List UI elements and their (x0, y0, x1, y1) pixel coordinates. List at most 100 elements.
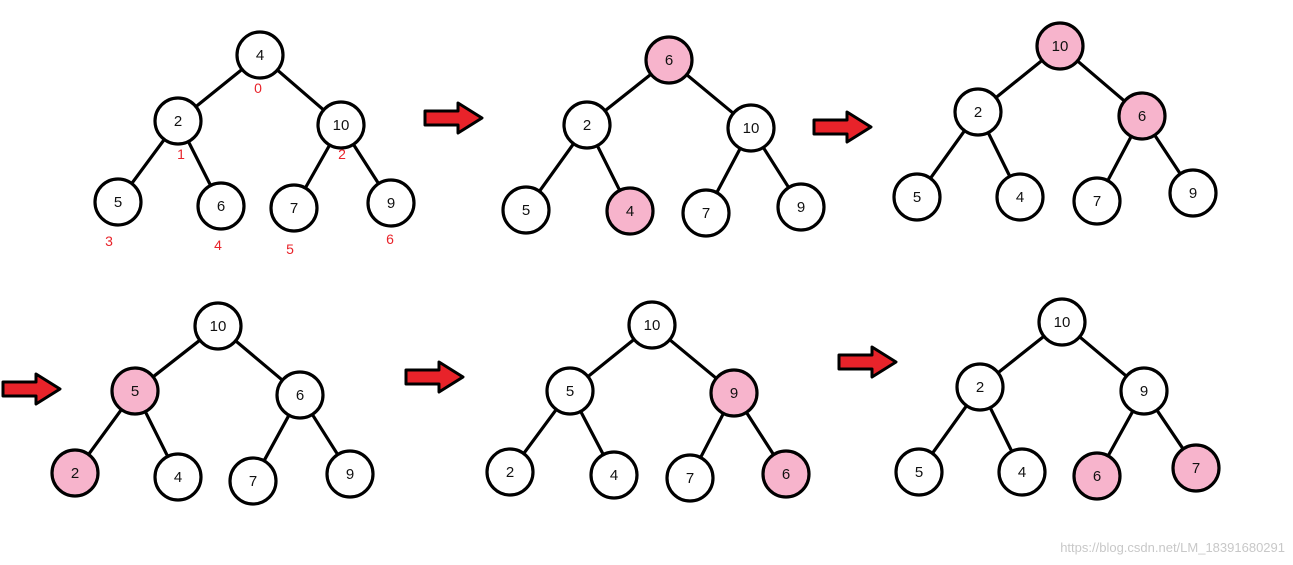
tree-node: 2 (562, 100, 612, 150)
tree-edge (1155, 408, 1185, 451)
tree-node: 7 (681, 188, 731, 238)
node-value: 4 (256, 47, 264, 64)
highlighted-node: 5 (110, 366, 160, 416)
tree-edge (595, 143, 622, 193)
node-value: 2 (71, 465, 79, 482)
node-value: 9 (346, 466, 354, 483)
tree-edge (744, 410, 776, 457)
node-circle (726, 103, 776, 153)
node-circle (366, 178, 416, 228)
node-value: 5 (114, 194, 122, 211)
watermark-text: https://blog.csdn.net/LM_18391680291 (1060, 540, 1285, 555)
tree-edge (351, 142, 381, 186)
node-value: 9 (1189, 185, 1197, 202)
node-circle (1119, 366, 1169, 416)
tree-node: 7 (1072, 176, 1122, 226)
tree-node: 5 (501, 185, 551, 235)
node-circle (193, 301, 243, 351)
transition-arrow-icon (404, 360, 465, 394)
node-value: 10 (1052, 38, 1069, 55)
highlighted-node: 2 (50, 448, 100, 498)
highlighted-node: 4 (605, 186, 655, 236)
node-circle (1171, 443, 1221, 493)
tree-node: 10 (726, 103, 776, 153)
node-circle (892, 172, 942, 222)
transition-arrow-icon (423, 101, 484, 135)
tree-edge (537, 142, 576, 193)
tree-edge (988, 406, 1014, 453)
tree-edge (130, 137, 166, 186)
tree-edge (603, 72, 653, 113)
highlighted-node: 6 (1117, 91, 1167, 141)
tree-node: 10 (193, 301, 243, 351)
array-index-label: 0 (254, 80, 262, 96)
node-value: 7 (702, 205, 710, 222)
tree-edge (668, 338, 718, 380)
node-value: 4 (174, 469, 182, 486)
node-circle (995, 172, 1045, 222)
tree-node: 5 (892, 172, 942, 222)
node-value: 2 (583, 117, 591, 134)
node-circle (1168, 168, 1218, 218)
node-value: 5 (913, 189, 921, 206)
tree-node: 4 (235, 30, 285, 80)
node-value: 6 (665, 52, 673, 69)
tree-node: 9 (366, 178, 416, 228)
node-value: 5 (566, 383, 574, 400)
tree-edge (143, 409, 170, 459)
node-value: 5 (915, 464, 923, 481)
tree-edge (698, 411, 726, 460)
node-circle (196, 181, 246, 231)
tree-edge (579, 409, 605, 457)
node-value: 7 (290, 200, 298, 217)
node-value: 5 (131, 383, 139, 400)
node-value: 7 (249, 473, 257, 490)
node-value: 6 (217, 198, 225, 215)
node-circle (997, 447, 1047, 497)
node-value: 6 (782, 466, 790, 483)
tree-edge (86, 407, 124, 457)
tree-edge (194, 67, 244, 109)
node-value: 9 (797, 199, 805, 216)
node-value: 10 (1054, 314, 1071, 331)
node-value: 9 (730, 385, 738, 402)
tree-edge (1106, 409, 1135, 458)
tree-node: 7 (269, 183, 319, 233)
node-circle (955, 362, 1005, 412)
tree-node: 4 (997, 447, 1047, 497)
tree-node: 9 (325, 449, 375, 499)
node-circle (228, 456, 278, 506)
node-circle (153, 96, 203, 146)
node-value: 6 (1093, 468, 1101, 485)
highlighted-node: 6 (644, 35, 694, 85)
node-value: 7 (686, 470, 694, 487)
array-index-label: 1 (177, 146, 185, 162)
tree-edge (685, 73, 735, 115)
node-value: 2 (976, 379, 984, 396)
node-circle (93, 177, 143, 227)
tree-node: 2 (485, 447, 535, 497)
tree-node: 9 (776, 182, 826, 232)
node-circle (110, 366, 160, 416)
node-circle (605, 186, 655, 236)
node-value: 7 (1093, 193, 1101, 210)
node-value: 10 (210, 318, 227, 335)
node-circle (153, 452, 203, 502)
node-circle (953, 87, 1003, 137)
node-circle (1072, 176, 1122, 226)
node-value: 2 (974, 104, 982, 121)
node-value: 4 (626, 203, 634, 220)
node-circle (501, 185, 551, 235)
array-index-label: 4 (214, 237, 222, 253)
tree-node: 9 (1119, 366, 1169, 416)
tree-edge (586, 337, 636, 379)
node-circle (269, 183, 319, 233)
tree-node: 6 (196, 181, 246, 231)
tree-node: 10 (1037, 297, 1087, 347)
node-circle (1072, 451, 1122, 501)
transition-arrow-icon (837, 345, 898, 379)
tree-edge (928, 129, 967, 180)
